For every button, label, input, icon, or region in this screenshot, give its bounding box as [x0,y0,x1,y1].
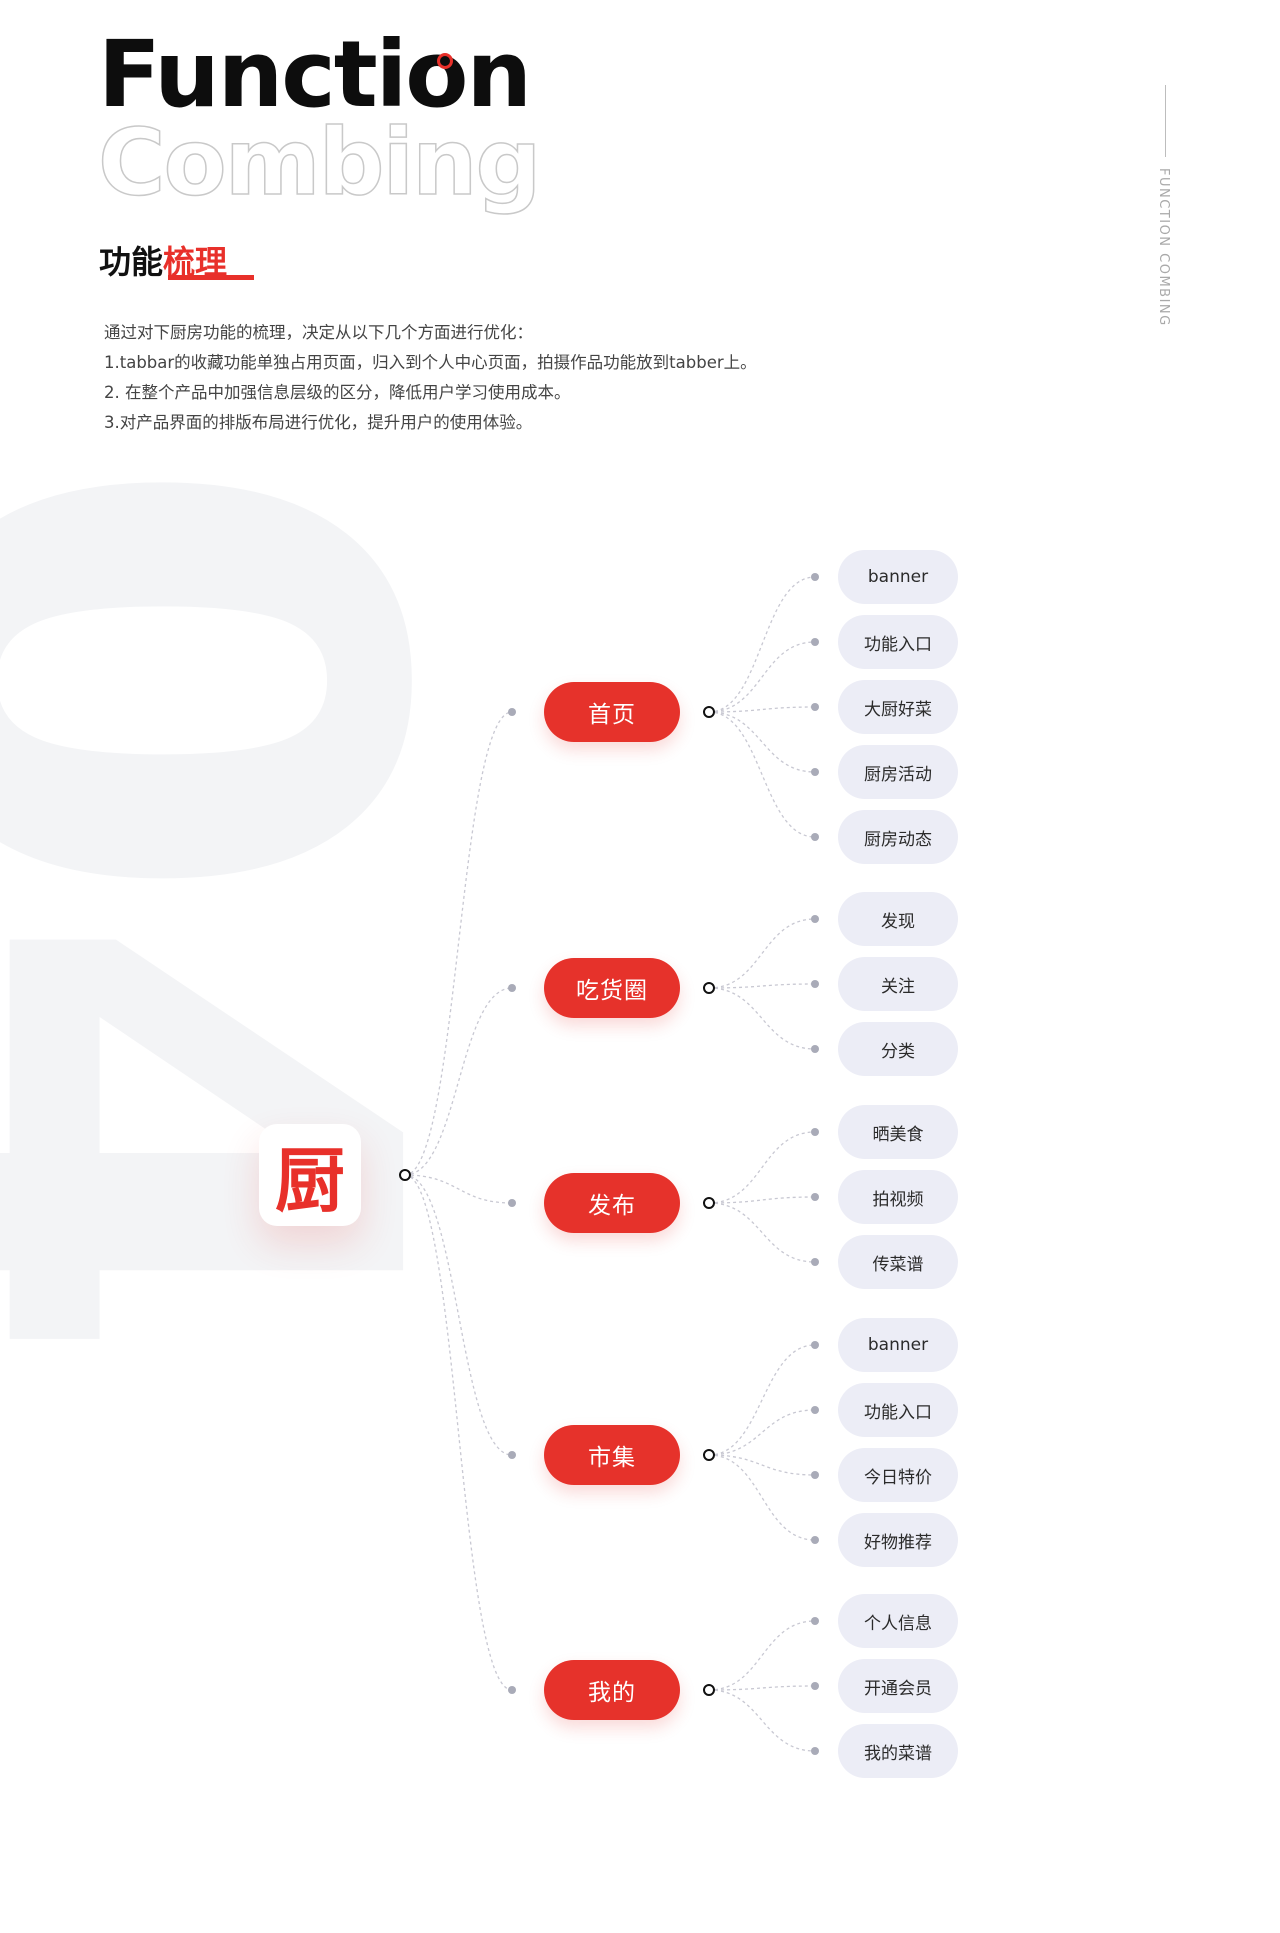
title-function: Function [98,21,532,128]
leaf-node: 传菜谱 [838,1235,958,1289]
leaf-node: 晒美食 [838,1105,958,1159]
connector-line [404,1174,513,1691]
connector-line [708,641,816,713]
leaf-node: 个人信息 [838,1594,958,1648]
connector-line [708,1454,816,1476]
root-junction-ring [399,1169,411,1181]
branch-junction-ring [703,706,715,718]
leaf-node: banner [838,1318,958,1372]
branch-junction-ring [703,982,715,994]
section-title-black: 功能 [99,243,164,281]
connector-line [404,987,513,1176]
connector-line [404,711,513,1176]
connector-line [404,1174,513,1204]
connector-line [708,1409,816,1456]
leaf-connector-dot [811,1747,819,1755]
leaf-node: 关注 [838,957,958,1011]
leaf-node: 我的菜谱 [838,1724,958,1778]
leaf-connector-dot [811,1536,819,1544]
connector-line [708,576,816,713]
branch-node: 发布 [544,1173,680,1233]
leaf-node: 功能入口 [838,1383,958,1437]
branch-node: 首页 [544,682,680,742]
connector-line [708,1344,816,1456]
branch-junction-ring [703,1197,715,1209]
branch-junction-ring [703,1684,715,1696]
branch-connector-dot [508,1199,516,1207]
side-divider [1165,85,1166,157]
leaf-connector-dot [811,1045,819,1053]
branch-node: 吃货圈 [544,958,680,1018]
leaf-connector-dot [811,980,819,988]
description: 通过对下厨房功能的梳理，决定从以下几个方面进行优化： 1.tabbar的收藏功能… [104,318,757,438]
leaf-connector-dot [811,1128,819,1136]
branch-connector-dot [508,1451,516,1459]
root-node-label: 厨 [275,1138,345,1222]
branch-junction-ring [703,1449,715,1461]
leaf-node: 大厨好菜 [838,680,958,734]
leaf-node: 开通会员 [838,1659,958,1713]
leaf-node: banner [838,550,958,604]
leaf-node: 功能入口 [838,615,958,669]
leaf-connector-dot [811,1193,819,1201]
leaf-node: 今日特价 [838,1448,958,1502]
connector-line [708,1196,816,1204]
branch-connector-dot [508,1686,516,1694]
leaf-connector-dot [811,703,819,711]
connector-line [708,1131,816,1204]
connector-line [708,1689,816,1752]
connector-line [708,711,816,773]
description-line: 通过对下厨房功能的梳理，决定从以下几个方面进行优化： [104,323,533,342]
branch-node: 我的 [544,1660,680,1720]
leaf-node: 好物推荐 [838,1513,958,1567]
connector-line [708,1620,816,1691]
leaf-connector-dot [811,638,819,646]
leaf-connector-dot [811,1682,819,1690]
root-node: 厨 [259,1124,361,1226]
leaf-node: 厨房活动 [838,745,958,799]
connector-line [708,983,816,989]
leaf-connector-dot [811,833,819,841]
leaf-node: 分类 [838,1022,958,1076]
branch-node: 市集 [544,1425,680,1485]
leaf-connector-dot [811,915,819,923]
leaf-connector-dot [811,768,819,776]
connector-line [708,711,816,838]
section-title-underline [168,275,254,280]
connector-line [708,918,816,989]
branch-connector-dot [508,708,516,716]
leaf-connector-dot [811,1617,819,1625]
connector-line [708,987,816,1050]
title-combing-outline: Combing [97,108,542,217]
description-line: 2. 在整个产品中加强信息层级的区分，降低用户学习使用成本。 [104,383,571,402]
connector-line [404,1174,513,1456]
leaf-connector-dot [811,1341,819,1349]
branch-connector-dot [508,984,516,992]
leaf-node: 发现 [838,892,958,946]
title-dot-icon [437,53,453,69]
section-title: 功能梳理 [99,240,227,284]
leaf-node: 拍视频 [838,1170,958,1224]
description-line: 1.tabbar的收藏功能单独占用页面，归入到个人中心页面，拍摄作品功能放到ta… [104,353,757,372]
section-title-red: 梳理 [163,243,228,281]
connector-line [708,1454,816,1541]
connector-line [708,1685,816,1691]
leaf-node: 厨房动态 [838,810,958,864]
connector-line [708,706,816,713]
leaf-connector-dot [811,1406,819,1414]
leaf-connector-dot [811,573,819,581]
side-label: FUNCTION COMBING [1156,168,1171,327]
leaf-connector-dot [811,1471,819,1479]
description-line: 3.对产品界面的排版布局进行优化，提升用户的使用体验。 [104,413,533,432]
leaf-connector-dot [811,1258,819,1266]
connector-line [708,1202,816,1263]
